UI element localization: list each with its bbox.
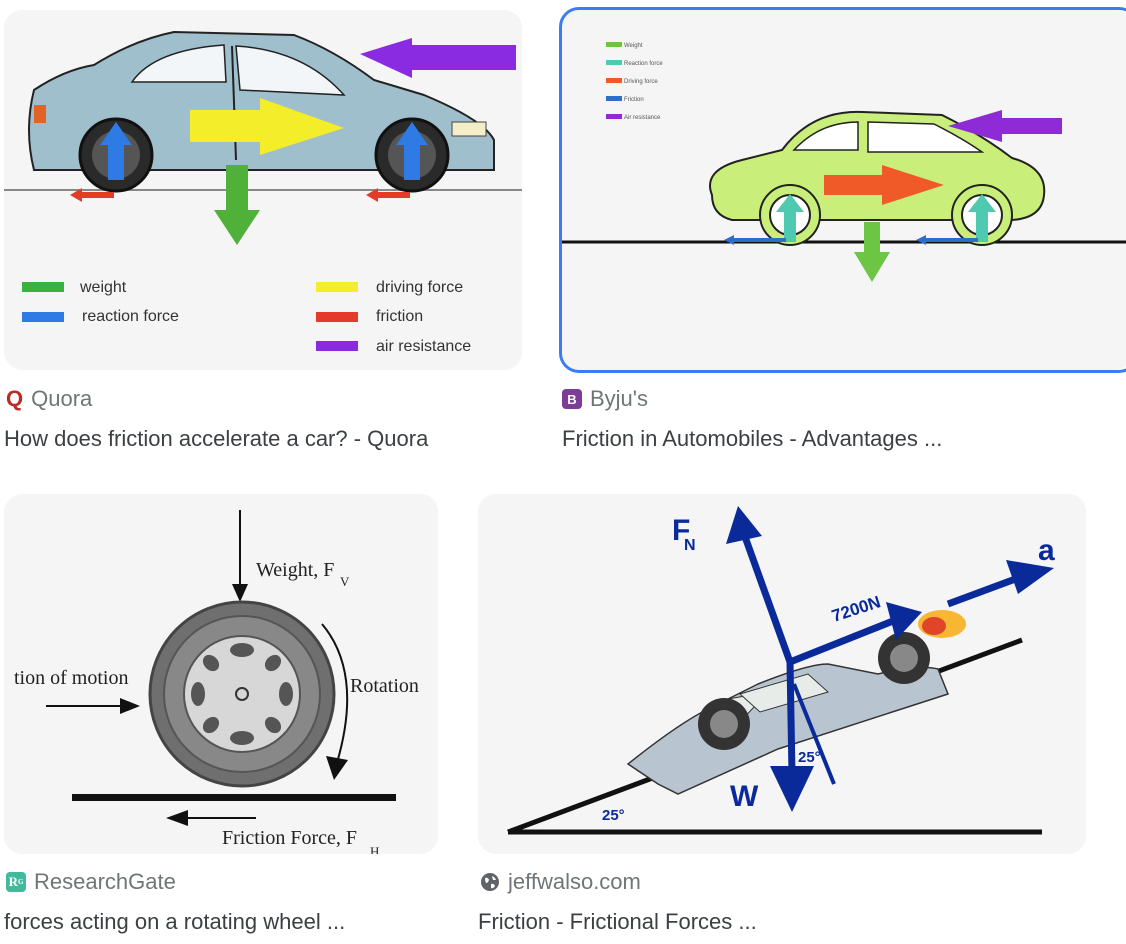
wheel-forces-diagram: Weight, F V Rotation tion of motion bbox=[14, 510, 419, 854]
result-source[interactable]: jeffwalso.com bbox=[480, 868, 641, 896]
legend-label-weight: Weight bbox=[624, 43, 643, 49]
legend-swatch-air bbox=[316, 341, 358, 351]
result-title[interactable]: How does friction accelerate a car? - Qu… bbox=[4, 426, 429, 451]
normal-force-subscript: N bbox=[684, 537, 696, 554]
weight-label: W bbox=[730, 780, 759, 813]
source-name: Quora bbox=[31, 386, 93, 411]
legend-label-air: air resistance bbox=[376, 338, 471, 355]
source-name: Byju's bbox=[590, 386, 648, 411]
weight-subscript: V bbox=[340, 574, 350, 589]
legend-label-friction: Friction bbox=[624, 97, 644, 103]
legend-label-reaction: reaction force bbox=[82, 308, 179, 325]
weight-label: Weight, F bbox=[256, 559, 334, 581]
normal-force-label: F bbox=[672, 514, 690, 547]
legend-swatch-weight bbox=[22, 282, 64, 292]
legend-swatch-reaction bbox=[22, 312, 64, 322]
rotation-label: Rotation bbox=[350, 675, 419, 697]
quora-icon: Q bbox=[6, 386, 24, 411]
result-card-quora[interactable]: weight reaction force driving force fric… bbox=[0, 0, 530, 460]
globe-icon bbox=[480, 872, 500, 892]
source-name: jeffwalso.com bbox=[508, 869, 641, 894]
byjus-icon: B bbox=[562, 389, 582, 409]
result-thumbnail[interactable]: weight reaction force driving force fric… bbox=[4, 10, 522, 370]
friction-label: Friction Force, F bbox=[222, 827, 357, 849]
result-source[interactable]: Q Quora bbox=[6, 385, 92, 413]
legend-label-friction: friction bbox=[376, 308, 423, 325]
result-title[interactable]: Friction - Frictional Forces ... bbox=[478, 909, 757, 934]
legend-label-driving: Driving force bbox=[624, 79, 658, 85]
result-thumbnail[interactable]: Weight Reaction force Driving force Fric… bbox=[562, 10, 1126, 370]
incline-forces-diagram: F N a 7200N W 25° 25° bbox=[507, 506, 1055, 835]
car-forces-diagram: Weight Reaction force Driving force Fric… bbox=[562, 42, 1126, 282]
legend-label-reaction: Reaction force bbox=[624, 61, 663, 67]
result-thumbnail[interactable]: F N a 7200N W 25° 25° bbox=[478, 494, 1086, 854]
motion-label: tion of motion bbox=[14, 667, 128, 689]
car-forces-diagram: weight reaction force driving force fric… bbox=[4, 30, 522, 355]
result-source[interactable]: B Byju's bbox=[562, 385, 648, 413]
result-title[interactable]: forces acting on a rotating wheel ... bbox=[4, 909, 346, 934]
source-name: ResearchGate bbox=[34, 869, 176, 894]
legend-swatch-driving bbox=[316, 282, 358, 292]
result-card-byjus[interactable]: Weight Reaction force Driving force Fric… bbox=[556, 0, 1126, 460]
angle-label-base: 25° bbox=[602, 807, 625, 824]
legend-label-air: Air resistance bbox=[624, 115, 661, 121]
legend-label-weight: weight bbox=[79, 279, 127, 296]
force-value-label: 7200N bbox=[829, 592, 883, 626]
result-title[interactable]: Friction in Automobiles - Advantages ... bbox=[562, 426, 943, 451]
result-card-researchgate[interactable]: Weight, F V Rotation tion of motion bbox=[0, 490, 450, 944]
legend-swatch-friction bbox=[316, 312, 358, 322]
friction-subscript: H bbox=[370, 844, 379, 854]
angle-label-inner: 25° bbox=[798, 749, 821, 766]
legend-label-driving: driving force bbox=[376, 279, 463, 296]
acceleration-label: a bbox=[1038, 534, 1055, 567]
result-card-jeffwalso[interactable]: F N a 7200N W 25° 25° jeffwalso.com Fric… bbox=[474, 490, 1094, 944]
result-thumbnail[interactable]: Weight, F V Rotation tion of motion bbox=[4, 494, 438, 854]
